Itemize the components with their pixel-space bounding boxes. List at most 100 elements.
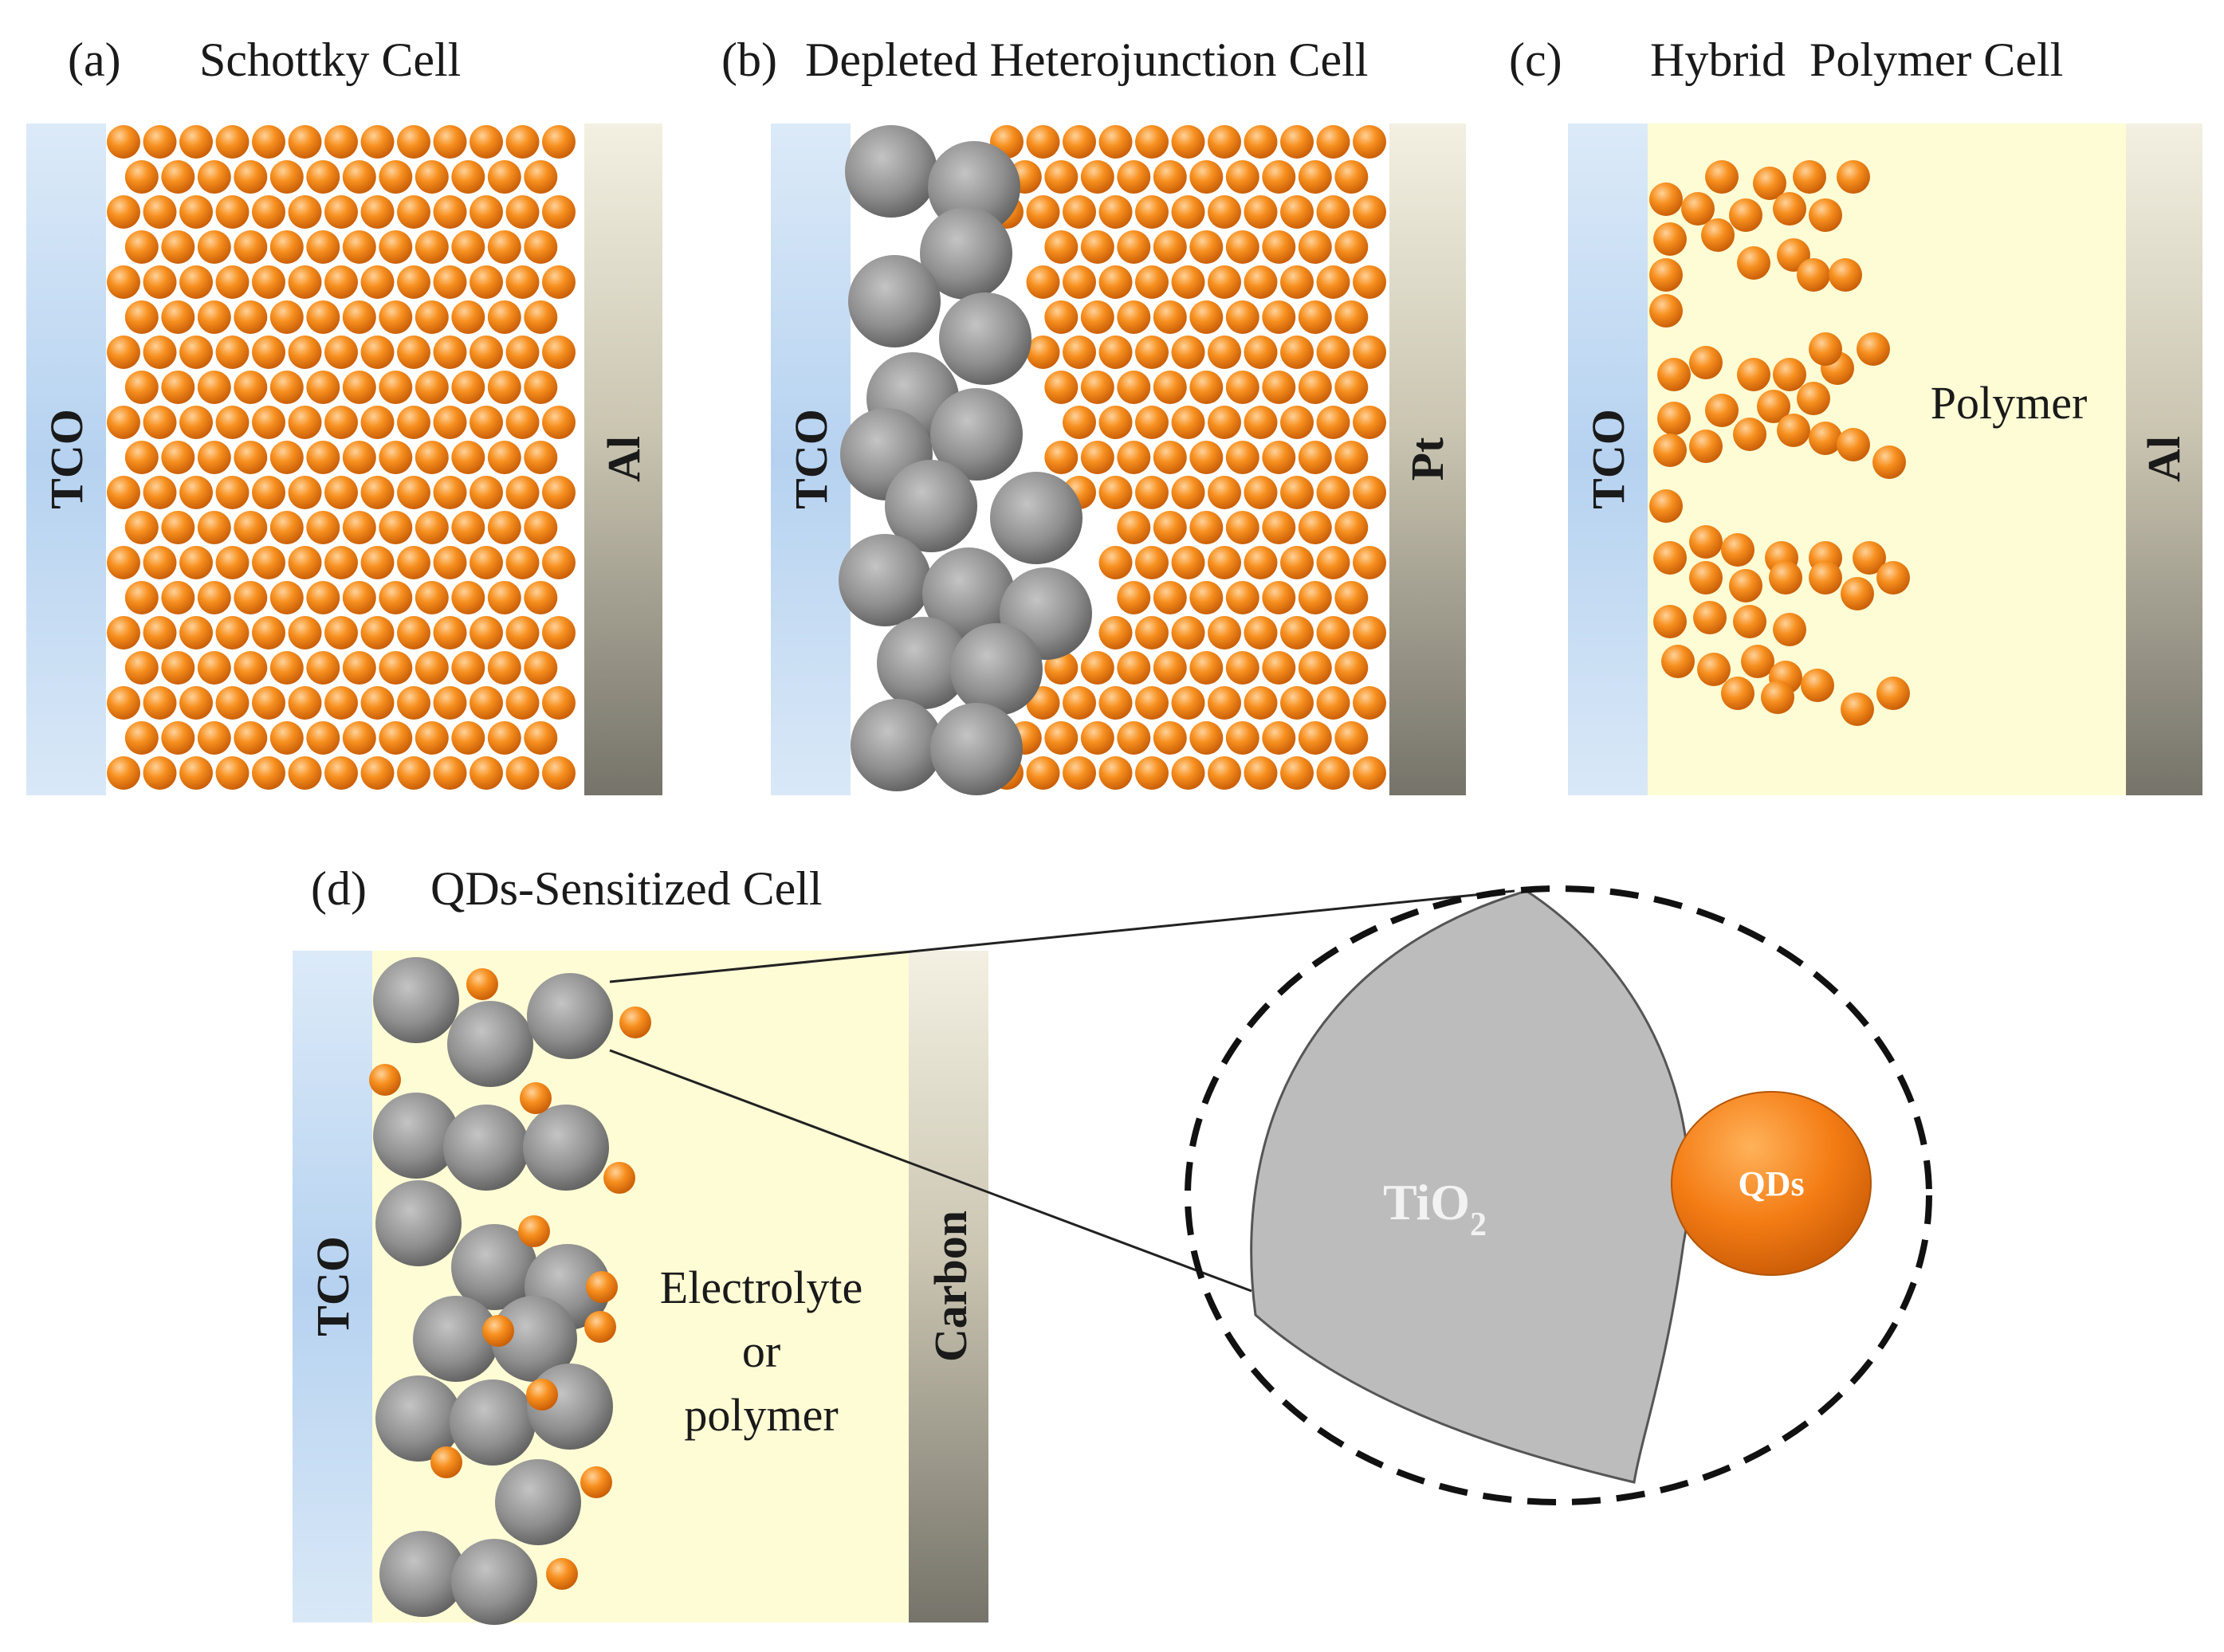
quantum-dot [1316,265,1350,299]
quantum-dot [433,756,467,790]
zoom-inset: TiO2 QDs [609,885,1932,1505]
tio2-particle [885,460,977,552]
quantum-dot [1171,686,1205,720]
quantum-dot [161,721,195,755]
quantum-dot [487,300,521,334]
panel-c-al-label: Al [2138,436,2190,482]
quantum-dot [234,721,268,755]
quantum-dot [269,721,304,755]
quantum-dot [415,441,449,474]
quantum-dot [252,616,285,649]
quantum-dot [1189,581,1224,614]
quantum-dot [234,230,268,264]
quantum-dot [1661,645,1695,678]
quantum-dot [179,756,213,790]
panel-a-quantum-dot-film [107,125,576,790]
quantum-dot [324,616,358,649]
quantum-dot [1098,756,1133,790]
tio2-particle [373,957,459,1043]
quantum-dot [234,160,268,194]
quantum-dot [1189,160,1224,194]
quantum-dot [1044,441,1079,474]
quantum-dot [107,686,140,720]
quantum-dot [1080,160,1114,194]
quantum-dot [542,125,576,159]
quantum-dot [1737,358,1770,391]
quantum-dot [1298,581,1332,614]
quantum-dot [269,300,304,334]
quantum-dot [197,581,231,614]
quantum-dot [1298,371,1332,404]
quantum-dot [1262,230,1296,264]
quantum-dot [1316,476,1350,509]
quantum-dot [1063,756,1096,790]
quantum-dot [1117,230,1151,264]
quantum-dot [1153,160,1187,194]
quantum-dot [1653,434,1687,467]
quantum-dot [1171,265,1205,299]
quantum-dot [415,721,449,755]
quantum-dot [342,721,376,755]
quantum-dot [124,441,159,474]
quantum-dot [1117,511,1151,544]
quantum-dot [360,616,395,649]
quantum-dot [324,686,358,720]
quantum-dot [369,1064,401,1096]
quantum-dot [161,371,195,404]
quantum-dot [379,371,413,404]
quantum-dot-large [1671,1091,1872,1276]
quantum-dot [397,125,430,159]
quantum-dot [234,651,268,685]
quantum-dot [470,195,503,229]
quantum-dot [1044,160,1079,194]
quantum-dot [1208,125,1241,159]
panel-b-tco-electrode [771,124,851,795]
tio2-particle [939,292,1031,385]
quantum-dot [1225,511,1259,544]
panel-a-tco-electrode [26,124,106,795]
quantum-dot [1334,721,1369,755]
quantum-dot [1098,616,1133,649]
quantum-dot [1080,651,1114,685]
quantum-dot [524,371,558,404]
quantum-dot [360,686,395,720]
quantum-dot [143,195,177,229]
quantum-dot [107,756,140,790]
quantum-dot [505,756,540,790]
quantum-dot [1171,616,1205,649]
quantum-dot [524,581,558,614]
tio2-particle [930,388,1023,481]
quantum-dot [1080,300,1114,334]
quantum-dot [215,195,250,229]
quantum-dot [1135,195,1169,229]
quantum-dot [487,721,521,755]
quantum-dot [379,441,413,474]
quantum-dot [1262,721,1296,755]
quantum-dot [215,125,250,159]
quantum-dot [1171,336,1205,369]
quantum-dot [466,968,498,1000]
quantum-dot [1080,371,1114,404]
tio2-particle [373,1093,459,1179]
quantum-dot [252,195,285,229]
quantum-dot [1777,414,1810,447]
quantum-dot [1697,653,1731,686]
quantum-dot [360,336,395,369]
quantum-dot [1797,382,1830,415]
quantum-dot [397,195,430,229]
tio2-particle [877,617,969,709]
quantum-dot [324,406,358,439]
quantum-dot [1153,581,1187,614]
panel-b-tag: (b) [721,33,777,86]
quantum-dot [124,230,159,264]
quantum-dot [1353,406,1386,439]
quantum-dot [1080,441,1114,474]
quantum-dot [215,265,250,299]
quantum-dot [306,300,340,334]
quantum-dot [288,476,322,509]
quantum-dot [470,756,503,790]
quantum-dot [179,406,213,439]
quantum-dot [1117,160,1151,194]
quantum-dot [215,686,250,720]
quantum-dot [526,1379,558,1411]
